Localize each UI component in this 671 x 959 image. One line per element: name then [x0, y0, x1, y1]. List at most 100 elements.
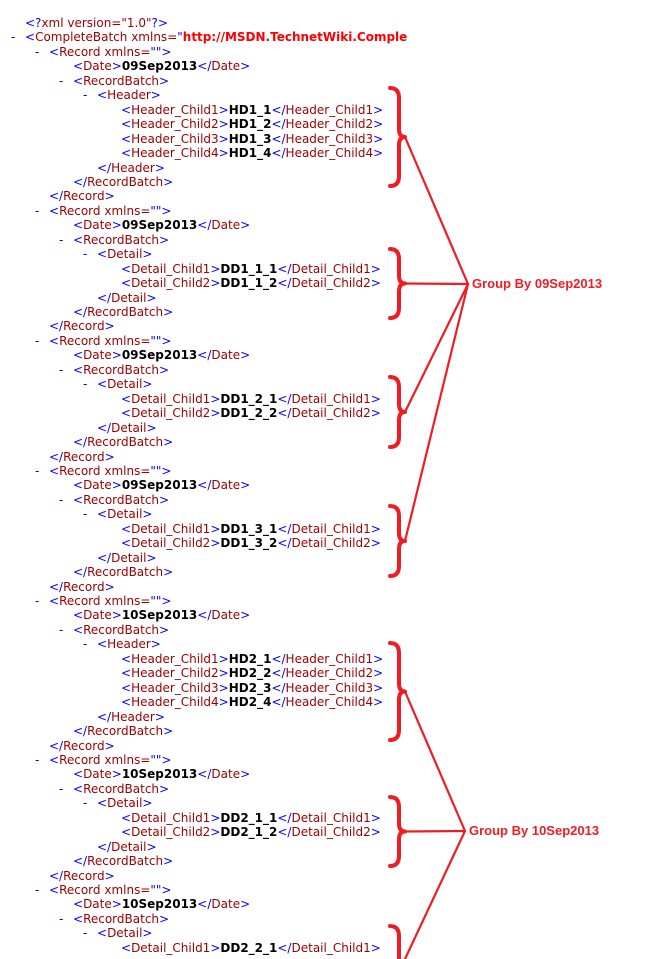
xml-line: <Detail_Child1>DD1_3_1</Detail_Child1> [121, 522, 381, 537]
xml-punctuation: > [142, 796, 153, 811]
xml-tag-name: Record [59, 594, 101, 608]
xml-punctuation: ""> [150, 203, 172, 218]
xml-punctuation: < [121, 810, 132, 825]
collapse-toggle[interactable]: - [59, 781, 64, 796]
xml-punctuation: > [370, 536, 381, 551]
xml-line: <Record xmlns=""> [49, 334, 171, 349]
xml-line: <Detail_Child2>DD1_3_2</Detail_Child2> [121, 536, 381, 551]
collapse-toggle[interactable]: - [59, 73, 64, 88]
xml-line: <Date>10Sep2013</Date> [73, 767, 250, 782]
xml-punctuation: < [49, 594, 60, 608]
xml-tag-name: Header_Child2 [131, 117, 219, 132]
xml-punctuation: </ [49, 449, 64, 464]
xml-tag-name: CompleteBatch [35, 30, 128, 45]
xml-punctuation: < [25, 30, 36, 45]
xml-punctuation: > [373, 146, 384, 161]
xml-line: <Header_Child2>HD1_2</Header_Child2> [121, 117, 383, 132]
xml-line: <Detail> [97, 796, 152, 811]
xml-punctuation: > [218, 680, 229, 695]
collapse-toggle[interactable]: - [59, 492, 64, 507]
xml-punctuation: > [240, 767, 251, 782]
xml-punctuation: > [104, 579, 115, 594]
connector-line [403, 282, 470, 543]
collapse-toggle[interactable]: - [59, 232, 64, 247]
xml-punctuation: </ [73, 305, 88, 319]
collapse-toggle[interactable]: - [35, 883, 40, 897]
collapse-toggle[interactable]: - [35, 203, 40, 218]
collapse-toggle[interactable]: - [35, 463, 40, 478]
xml-tag-name: Date [83, 218, 112, 233]
xml-tag-name: Detail_Child1 [131, 940, 211, 955]
collapse-toggle[interactable]: - [35, 333, 40, 348]
xml-tag-name: Header_Child3 [285, 680, 374, 695]
xml-punctuation: > [240, 59, 251, 74]
xml-punctuation: </ [197, 348, 212, 363]
xml-tag-name: RecordBatch [87, 565, 164, 580]
xml-punctuation: > [373, 680, 384, 695]
xml-punctuation: > [218, 131, 229, 146]
collapse-toggle[interactable]: - [83, 796, 88, 811]
xml-tag-name: Detail [107, 377, 143, 392]
xml-value: DD2_2_1 [220, 940, 278, 955]
xml-line: </Record> [49, 450, 115, 465]
xml-tag-name: Detail_Child2 [291, 406, 371, 421]
xml-punctuation: </ [97, 550, 112, 565]
xml-line: </Detail> [97, 840, 157, 855]
xml-punctuation: </ [197, 59, 212, 74]
collapse-toggle[interactable]: - [83, 507, 88, 522]
xml-attribute: xmlns= [100, 44, 151, 59]
collapse-toggle[interactable]: - [59, 622, 64, 637]
xml-punctuation: > [159, 622, 170, 637]
xml-line: <Detail> [97, 507, 152, 522]
xml-attribute: xmlns= [100, 752, 151, 767]
collapse-toggle[interactable]: - [83, 377, 88, 392]
xml-value: 09Sep2013 [121, 348, 198, 363]
xml-punctuation: > [111, 478, 122, 493]
collapse-toggle[interactable]: - [83, 247, 88, 262]
xml-punctuation: > [163, 565, 174, 580]
xml-punctuation: </ [277, 261, 292, 276]
xml-punctuation: < [73, 218, 84, 233]
xml-tag-name: RecordBatch [83, 781, 160, 796]
collapse-toggle[interactable]: - [35, 44, 40, 59]
connector-line [403, 690, 467, 833]
collapse-toggle[interactable]: - [59, 911, 64, 926]
xml-line: <Header_Child4>HD2_4</Header_Child4> [121, 695, 383, 710]
xml-punctuation: </ [49, 319, 64, 334]
bracket [388, 86, 407, 188]
xml-tag-name: Detail_Child1 [291, 391, 371, 406]
xml-punctuation: </ [73, 565, 88, 580]
xml-punctuation: < [121, 391, 132, 406]
xml-punctuation: < [73, 608, 84, 623]
xml-line: </Record> [49, 189, 115, 204]
collapse-toggle[interactable]: - [83, 637, 88, 652]
xml-punctuation: > [370, 940, 381, 955]
xml-punctuation: < [97, 796, 108, 811]
xml-tag-name: Record [63, 579, 105, 594]
xml-punctuation: > [146, 839, 157, 854]
xml-line: <Date>09Sep2013</Date> [73, 218, 250, 233]
collapse-toggle[interactable]: - [59, 362, 64, 377]
bracket [388, 924, 402, 959]
xml-line: <Date>10Sep2013</Date> [73, 897, 250, 912]
xml-line: </RecordBatch> [73, 724, 173, 739]
xml-punctuation: > [240, 218, 251, 233]
xml-tag-name: Detail_Child1 [291, 940, 371, 955]
xml-value: 10Sep2013 [121, 608, 198, 623]
collapse-toggle[interactable]: - [35, 752, 40, 767]
xml-value: HD2_1 [228, 651, 272, 666]
collapse-toggle[interactable]: - [83, 88, 88, 103]
xml-line: <Detail_Child1>DD1_1_1</Detail_Child1> [121, 262, 381, 277]
xml-value: 09Sep2013 [121, 218, 198, 233]
collapse-toggle[interactable]: - [83, 926, 88, 941]
xml-line: <Detail_Child1>DD2_1_1</Detail_Child1> [121, 811, 381, 826]
xml-tag-name: Record [59, 44, 101, 59]
xml-punctuation: </ [271, 680, 286, 695]
xml-tag-name: Header [111, 709, 155, 724]
collapse-toggle[interactable]: - [35, 594, 40, 608]
xml-punctuation: < [97, 247, 108, 262]
collapse-toggle[interactable]: - [11, 30, 16, 45]
xml-tag-name: Date [211, 897, 241, 912]
